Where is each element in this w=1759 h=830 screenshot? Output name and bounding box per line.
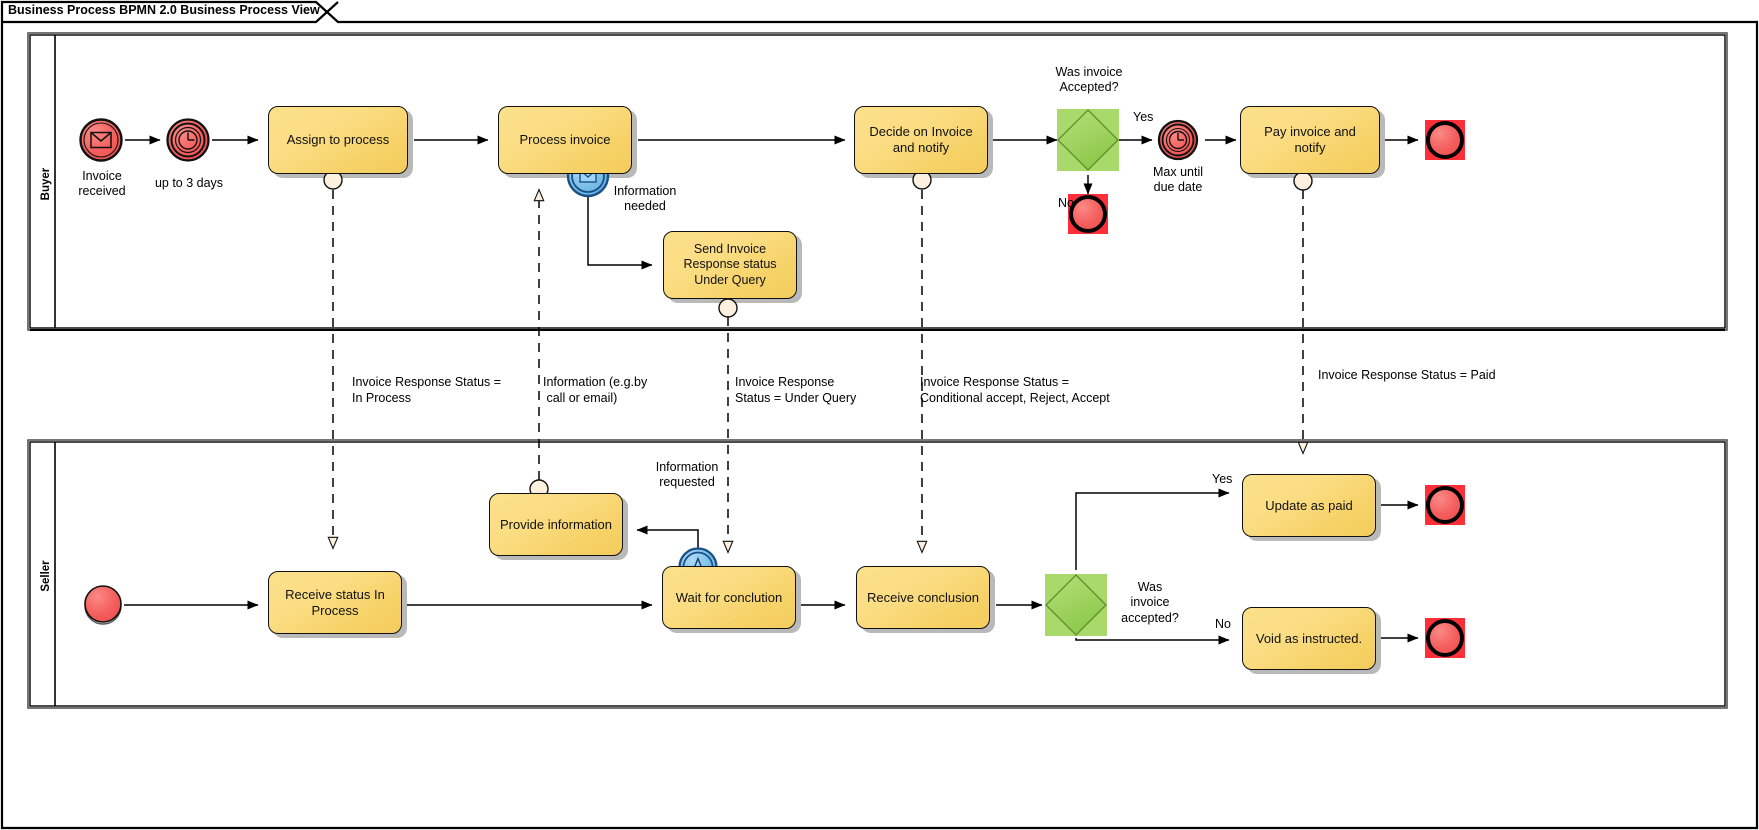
task-provide-information[interactable]: Provide information [489,493,623,556]
caption-up-to-3-days: up to 3 days [154,176,224,190]
task-decide-on-invoice[interactable]: Decide on Invoice and notify [854,106,988,174]
caption-max-until-due-date: Max until due date [1152,165,1204,195]
gateway-was-invoice-accepted[interactable] [1057,109,1119,171]
gateway-caption-buyer: Was invoice Accepted? [1055,65,1123,95]
caption-information-requested: Information requested [655,460,719,490]
start-event-seller[interactable] [84,585,122,625]
task-update-as-paid[interactable]: Update as paid [1242,474,1376,537]
diagram-title: Business Process BPMN 2.0 Business Proce… [8,3,320,17]
caption-information-needed: Information needed [613,184,677,214]
msg-label-in-process: Invoice Response Status = In Process [352,375,502,405]
msg-label-conditional: Invoice Response Status = Conditional ac… [920,375,1110,405]
intermediate-timer-event[interactable] [166,118,210,162]
task-shadows-buyer [273,110,1385,303]
gateway-was-invoice-accepted-seller[interactable] [1045,574,1107,636]
end-event-voided[interactable] [1425,618,1465,658]
end-event-rejected[interactable] [1068,194,1108,234]
clock-icon [1168,130,1188,150]
flow-label-no-buyer: No [1058,196,1074,210]
intermediate-timer-event-2[interactable] [1157,119,1199,161]
task-void-as-instructed[interactable]: Void as instructed. [1242,607,1376,670]
seller-sequence-flows [124,488,1419,645]
clock-icon [178,130,198,150]
end-event-updated-paid[interactable] [1425,485,1465,525]
envelope-icon [90,131,112,149]
flow-label-no-seller: No [1215,617,1231,631]
msg-label-information: Information (e.g.by call or email) [543,375,648,405]
lane-seller [27,439,1728,709]
message-origin-dots-buyer [323,170,1313,318]
message-flows [333,190,1303,552]
end-event-paid[interactable] [1425,120,1465,160]
msg-label-paid: Invoice Response Status = Paid [1318,368,1496,382]
task-wait-for-conclusion[interactable]: Wait for conclution [662,566,796,629]
lane-buyer [27,32,1728,331]
flow-label-yes-buyer: Yes [1133,110,1154,124]
gateway-caption-seller: Was invoice accepted? [1121,580,1179,625]
lane-label-buyer: Buyer [40,167,52,201]
task-receive-status-in-process[interactable]: Receive status In Process [268,571,402,634]
task-shadows-seller [273,478,1381,674]
flow-label-yes-seller: Yes [1212,472,1233,486]
task-send-invoice-response-status[interactable]: Send Invoice Response status Under Query [663,231,797,299]
caption-invoice-received: Invoice received [78,169,126,199]
start-message-event[interactable] [79,118,123,162]
msg-label-under-query: Invoice Response Status = Under Query [735,375,857,405]
lane-label-seller: Seller [40,560,52,592]
task-pay-invoice[interactable]: Pay invoice and notify [1240,106,1380,174]
task-process-invoice[interactable]: Process invoice [498,106,632,174]
task-assign-to-process[interactable]: Assign to process [268,106,408,174]
task-receive-conclusion[interactable]: Receive conclusion [856,566,990,629]
